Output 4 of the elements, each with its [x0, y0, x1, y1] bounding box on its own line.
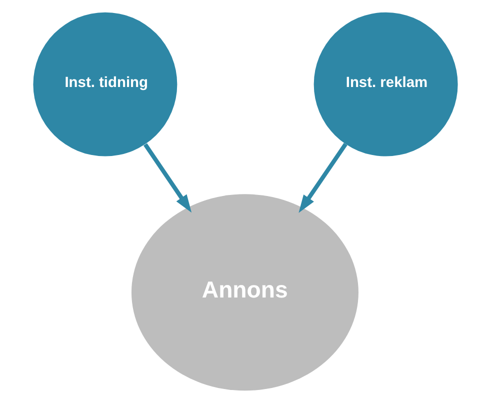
node-circle: Inst. reklam [314, 12, 458, 156]
arrow [144, 143, 192, 213]
arrow [298, 142, 348, 213]
node-circle: Inst. tidning [33, 12, 178, 156]
